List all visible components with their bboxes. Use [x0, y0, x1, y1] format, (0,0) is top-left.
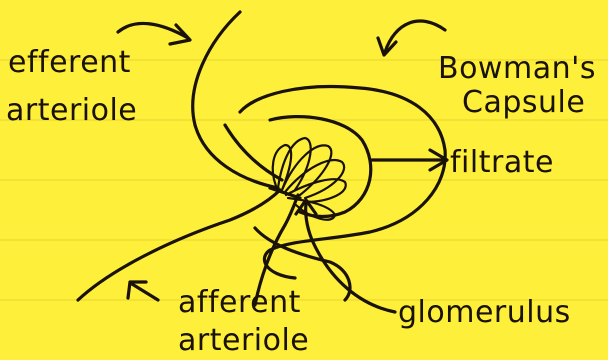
label-filtrate: filtrate: [450, 145, 554, 180]
label-afferent: afferent: [178, 285, 301, 320]
label-glomerulus: glomerulus: [398, 295, 571, 330]
label-efferent-arteriole: arteriole: [6, 93, 137, 128]
label-afferent-arteriole: arteriole: [178, 323, 309, 358]
filtrate-arrow: [372, 150, 447, 170]
label-bowmans: Bowman's: [438, 51, 596, 86]
label-capsule: Capsule: [462, 85, 585, 120]
afferent-arteriole-outer-wall: [78, 190, 280, 300]
efferent-arteriole-outer-wall: [193, 12, 278, 188]
bowmans-arrow: [378, 21, 445, 55]
label-efferent: efferent: [8, 45, 131, 80]
afferent-arrow: [128, 282, 158, 300]
efferent-arrow: [118, 23, 190, 44]
